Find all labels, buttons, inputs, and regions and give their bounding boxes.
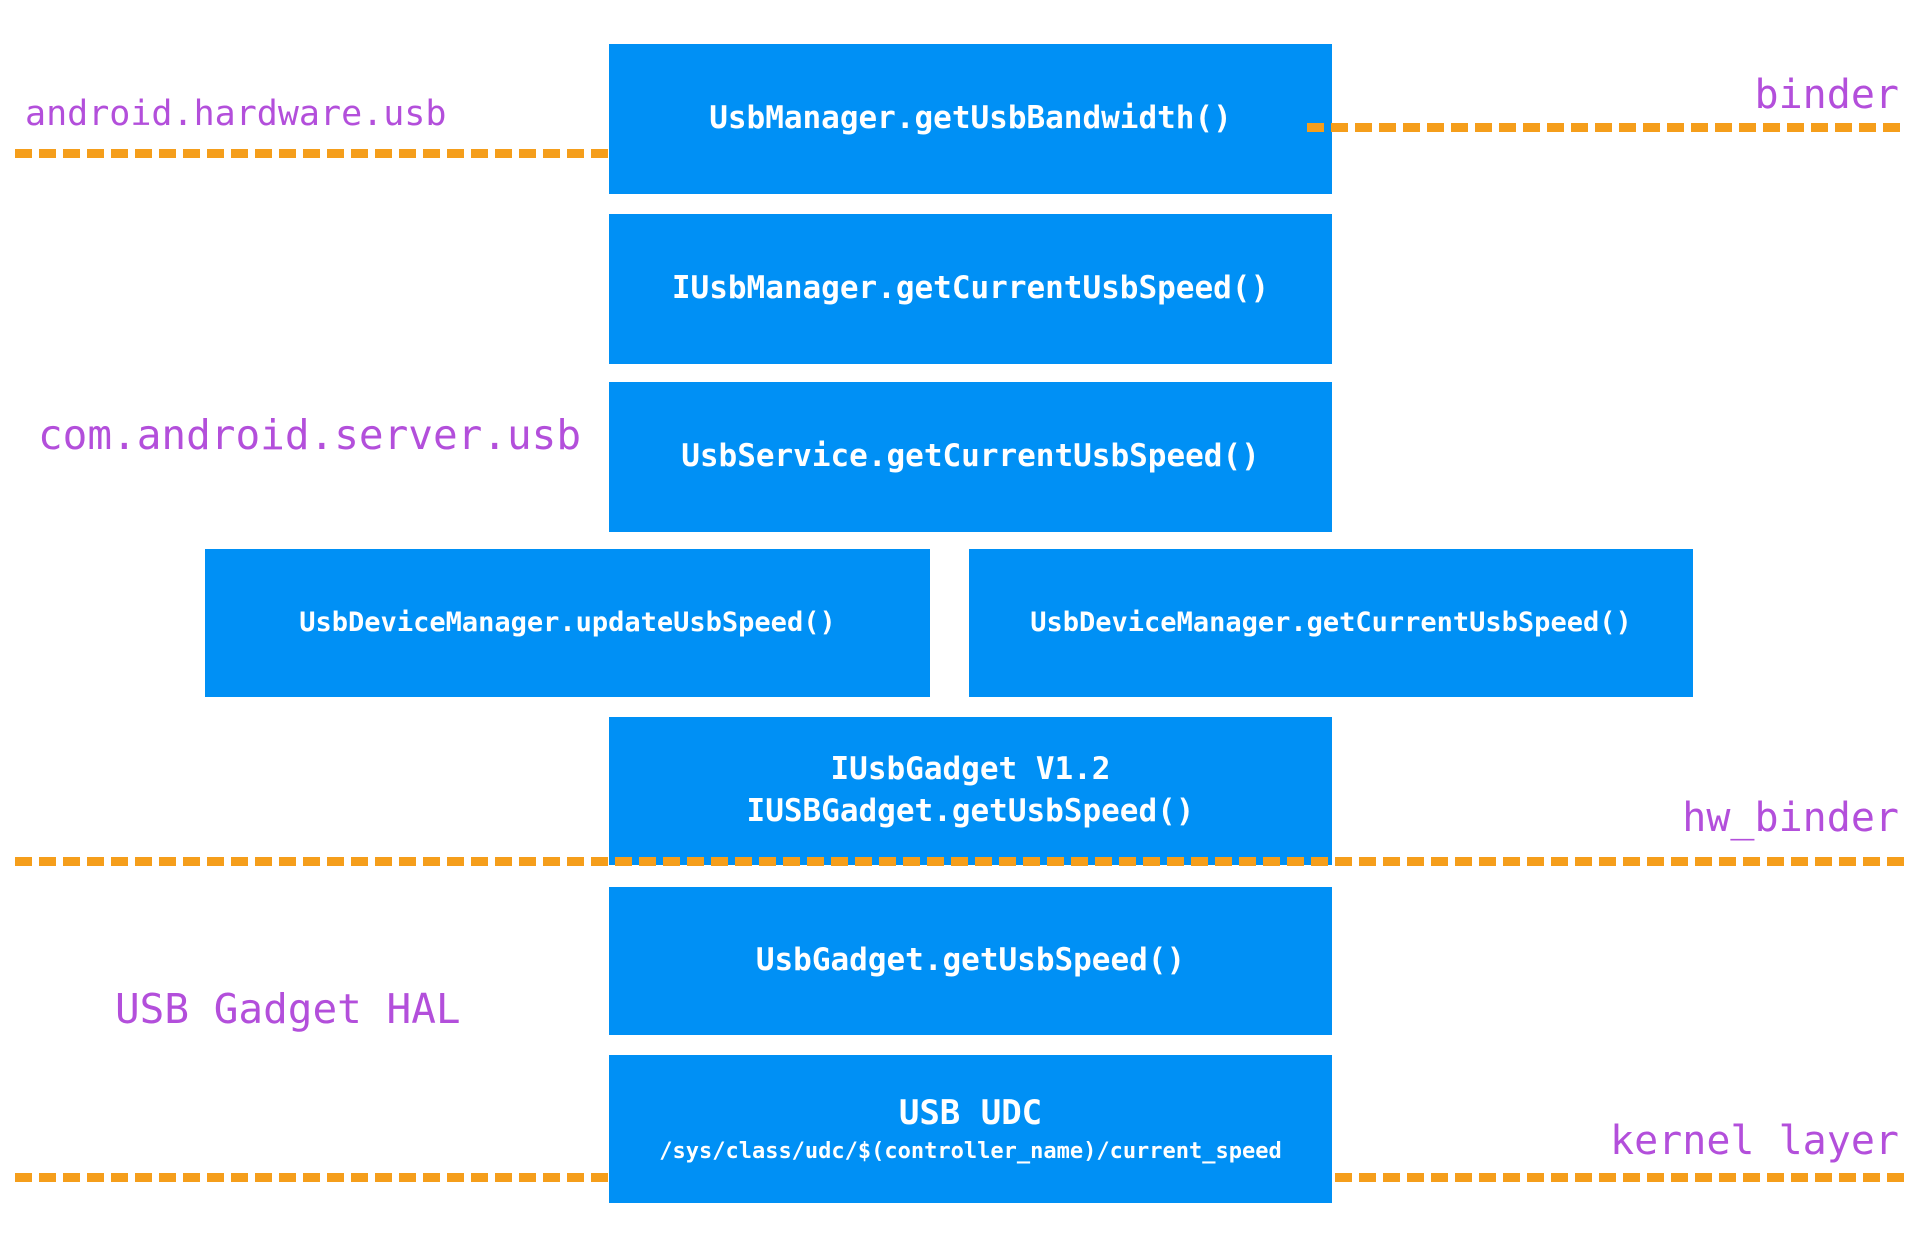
box-label-line2: /sys/class/udc/$(controller_name)/curren… — [659, 1139, 1282, 1165]
box-label-line1: USB UDC — [898, 1093, 1043, 1134]
box-label-line2: IUSBGadget.getUsbSpeed() — [746, 793, 1195, 829]
label-com-android-server-usb: com.android.server.usb — [38, 411, 582, 459]
box-usbdevicemanager-updateusbspeed: UsbDeviceManager.updateUsbSpeed() — [205, 549, 930, 697]
box-usbmanager-getusbbandwidth: UsbManager.getUsbBandwidth() — [609, 44, 1332, 194]
binder-boundary-line-left — [15, 149, 609, 158]
box-label: UsbManager.getUsbBandwidth() — [709, 100, 1232, 137]
box-usb-udc: USB UDC /sys/class/udc/$(controller_name… — [609, 1055, 1332, 1203]
box-iusbgadget-getusbspeed: IUsbGadget V1.2 IUSBGadget.getUsbSpeed() — [609, 717, 1332, 865]
label-android-hardware-usb: android.hardware.usb — [25, 94, 447, 134]
binder-boundary-line-right — [1307, 123, 1905, 132]
box-label: UsbDeviceManager.getCurrentUsbSpeed() — [1030, 606, 1632, 638]
label-hw-binder: hw_binder — [1682, 795, 1899, 841]
box-iusbmanager-getcurrentusbspeed: IUsbManager.getCurrentUsbSpeed() — [609, 214, 1332, 364]
label-binder: binder — [1754, 72, 1900, 118]
box-label: UsbDeviceManager.updateUsbSpeed() — [299, 606, 836, 638]
box-label: UsbGadget.getUsbSpeed() — [755, 942, 1186, 979]
box-usbdevicemanager-getcurrentusbspeed: UsbDeviceManager.getCurrentUsbSpeed() — [969, 549, 1693, 697]
hw-binder-boundary-line — [15, 857, 1905, 866]
box-label: UsbService.getCurrentUsbSpeed() — [681, 438, 1260, 475]
label-usb-gadget-hal: USB Gadget HAL — [115, 985, 461, 1033]
box-usbgadget-getusbspeed: UsbGadget.getUsbSpeed() — [609, 887, 1332, 1035]
label-kernel-layer: kernel layer — [1610, 1118, 1899, 1164]
box-label-line1: IUsbGadget V1.2 — [830, 751, 1111, 788]
box-label: IUsbManager.getCurrentUsbSpeed() — [671, 270, 1270, 307]
box-usbservice-getcurrentusbspeed: UsbService.getCurrentUsbSpeed() — [609, 382, 1332, 532]
